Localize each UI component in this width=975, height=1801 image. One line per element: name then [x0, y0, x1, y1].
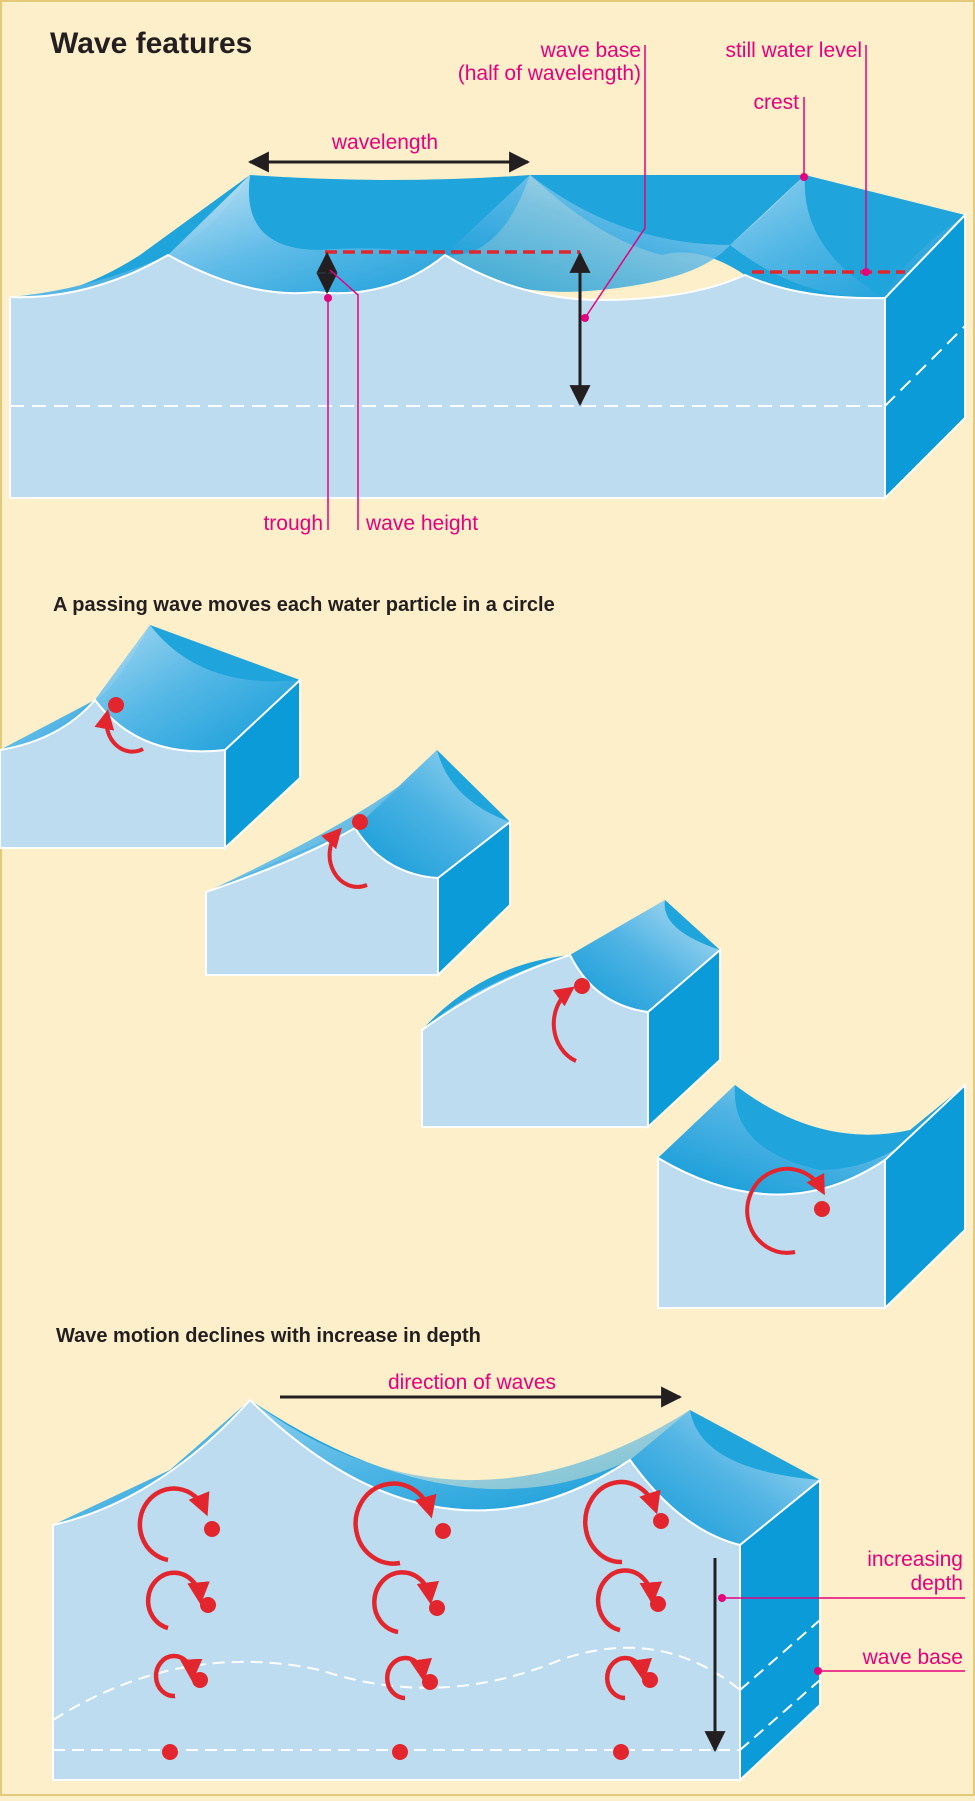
section3-title: Wave motion declines with increase in de… [56, 1325, 481, 1347]
label-wave-base-deep: wave base [862, 1646, 963, 1669]
label-crest: crest [753, 91, 799, 114]
stage-block-4 [658, 1085, 965, 1308]
label-still-water-level: still water level [725, 39, 862, 62]
water-particle [574, 978, 590, 994]
label-depth: depth [910, 1572, 963, 1595]
water-particle [108, 697, 124, 713]
label-wave-base: wave base [540, 39, 641, 62]
water-particle [352, 814, 368, 830]
water-particle [814, 1201, 830, 1217]
label-wave-height: wave height [365, 512, 478, 535]
section2-title: A passing wave moves each water particle… [53, 594, 555, 616]
label-wavelength: wavelength [331, 131, 438, 154]
stage-block-1 [0, 625, 300, 848]
wave-front-face [10, 255, 885, 498]
label-wave-base-note: (half of wavelength) [458, 62, 641, 85]
label-trough: trough [263, 512, 323, 535]
label-direction-of-waves: direction of waves [388, 1371, 556, 1394]
section1-title: Wave features [50, 27, 252, 60]
wave-block-2 [53, 1400, 820, 1780]
label-increasing: increasing [867, 1548, 963, 1571]
wave-block-1 [10, 175, 965, 498]
